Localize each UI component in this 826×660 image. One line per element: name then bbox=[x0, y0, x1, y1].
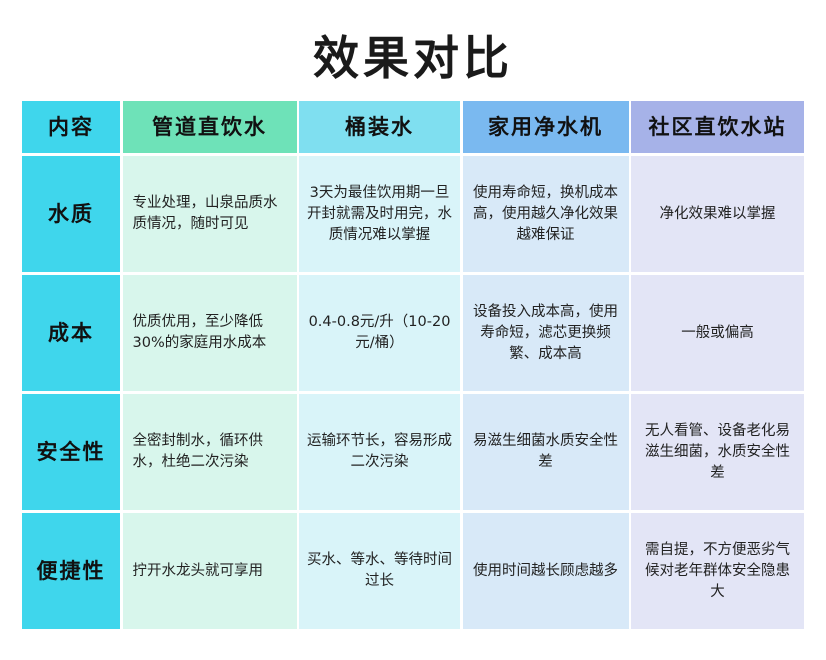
cell-pipe-convenience: 拧开水龙头就可享用 bbox=[122, 513, 297, 629]
header-content: 内容 bbox=[22, 101, 120, 153]
cell-station-water-quality: 净化效果难以掌握 bbox=[631, 156, 804, 272]
header-pipe-water: 管道直饮水 bbox=[122, 101, 297, 153]
header-bottled-water: 桶装水 bbox=[299, 101, 460, 153]
cell-station-convenience: 需自提，不方便恶劣气候对老年群体安全隐患大 bbox=[631, 513, 804, 629]
cell-purifier-cost: 设备投入成本高，使用寿命短，滤芯更换频繁、成本高 bbox=[462, 275, 629, 391]
row-label-convenience: 便捷性 bbox=[22, 513, 120, 629]
cell-station-cost: 一般或偏高 bbox=[631, 275, 804, 391]
cell-pipe-safety: 全密封制水，循环供水，杜绝二次污染 bbox=[122, 394, 297, 510]
cell-purifier-convenience: 使用时间越长顾虑越多 bbox=[462, 513, 629, 629]
cell-bottled-safety: 运输环节长，容易形成二次污染 bbox=[299, 394, 460, 510]
page-title: 效果对比 bbox=[313, 31, 513, 85]
cell-bottled-convenience: 买水、等水、等待时间过长 bbox=[299, 513, 460, 629]
comparison-table: 内容 管道直饮水 桶装水 家用净水机 社区直饮水站 水质 专业处理，山泉品质水质… bbox=[22, 101, 804, 629]
header-home-purifier: 家用净水机 bbox=[462, 101, 629, 153]
row-label-water-quality: 水质 bbox=[22, 156, 120, 272]
cell-bottled-water-quality: 3天为最佳饮用期一旦开封就需及时用完，水质情况难以掌握 bbox=[299, 156, 460, 272]
cell-purifier-safety: 易滋生细菌水质安全性差 bbox=[462, 394, 629, 510]
row-label-safety: 安全性 bbox=[22, 394, 120, 510]
header-community-station: 社区直饮水站 bbox=[631, 101, 804, 153]
cell-pipe-water-quality: 专业处理，山泉品质水质情况，随时可见 bbox=[122, 156, 297, 272]
cell-purifier-water-quality: 使用寿命短，换机成本高，使用越久净化效果越难保证 bbox=[462, 156, 629, 272]
cell-station-safety: 无人看管、设备老化易滋生细菌，水质安全性差 bbox=[631, 394, 804, 510]
row-label-cost: 成本 bbox=[22, 275, 120, 391]
cell-pipe-cost: 优质优用，至少降低30%的家庭用水成本 bbox=[122, 275, 297, 391]
cell-bottled-cost: 0.4-0.8元/升（10-20元/桶） bbox=[299, 275, 460, 391]
